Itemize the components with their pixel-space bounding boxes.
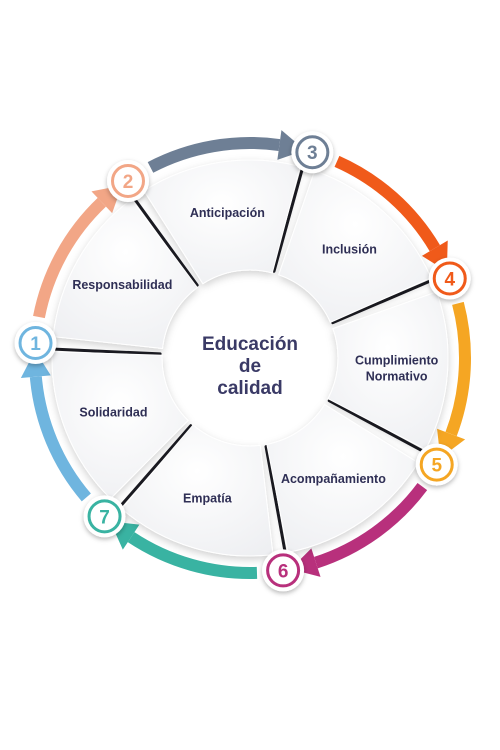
step-number-badge: 5 bbox=[415, 443, 458, 486]
step-badges: 1 2 3 4 5 6 7 bbox=[14, 131, 471, 592]
ring-arc-segment bbox=[147, 137, 281, 173]
ring-arrowhead bbox=[20, 350, 51, 379]
panel-card bbox=[278, 170, 432, 323]
step-label-line: Normativo bbox=[366, 369, 428, 383]
step-label: Solidaridad bbox=[79, 405, 147, 419]
panel-card bbox=[52, 198, 199, 350]
center-title-line: Educación bbox=[202, 334, 298, 355]
panel-edge bbox=[119, 424, 193, 508]
step-panel: Responsabilidad bbox=[52, 197, 199, 350]
panel-edge bbox=[264, 445, 287, 553]
step-label-line: Cumplimiento bbox=[355, 353, 439, 367]
center-title-line: de bbox=[239, 356, 261, 377]
ring-arc-segment bbox=[334, 155, 440, 252]
step-label-line: Anticipación bbox=[190, 206, 265, 220]
step-label-line: Empatía bbox=[183, 492, 233, 506]
badge-ring bbox=[87, 499, 122, 534]
panel-edge bbox=[331, 279, 432, 325]
step-panel: Anticipación bbox=[143, 159, 304, 285]
step-label: Empatía bbox=[183, 492, 233, 506]
badge-ring bbox=[419, 447, 454, 482]
step-panel: Acompañamiento bbox=[264, 403, 419, 553]
step-panels: Responsabilidad AnticipaciónInclusiónCump… bbox=[51, 159, 449, 557]
badge-number: 4 bbox=[444, 269, 455, 290]
ring-arc-segment bbox=[127, 532, 258, 579]
badge-ring bbox=[18, 326, 53, 361]
step-label: Responsabilidad bbox=[72, 278, 172, 292]
step-label-line: Inclusión bbox=[322, 243, 377, 257]
step-panel: Inclusión bbox=[278, 170, 432, 325]
step-number-badge: 3 bbox=[291, 131, 334, 174]
step-label-line: Solidaridad bbox=[79, 405, 147, 419]
badge-number: 5 bbox=[431, 456, 442, 477]
badge-number: 7 bbox=[99, 507, 110, 528]
panel-edge bbox=[327, 399, 425, 453]
ring-arc-segment bbox=[29, 376, 91, 502]
step-panel: Empatía bbox=[119, 424, 274, 557]
badge-ring bbox=[266, 553, 301, 588]
panel-card bbox=[266, 403, 419, 553]
badge-number: 6 bbox=[278, 561, 289, 582]
badge-ring bbox=[432, 261, 467, 296]
ring-arc-segment bbox=[33, 197, 106, 319]
badge-number: 2 bbox=[123, 172, 134, 193]
panel-edge bbox=[133, 197, 199, 287]
step-label: Inclusión bbox=[322, 243, 377, 257]
panel-card bbox=[51, 351, 189, 500]
ring-arc-segment bbox=[445, 301, 471, 437]
badge-number: 3 bbox=[307, 143, 318, 164]
step-number-badge: 7 bbox=[83, 495, 126, 538]
center-title-line: calidad bbox=[217, 378, 282, 399]
step-number-badge: 6 bbox=[262, 549, 305, 592]
badge-ring bbox=[295, 135, 330, 170]
step-label: Acompañamiento bbox=[281, 472, 386, 486]
step-number-badge: 4 bbox=[428, 257, 471, 300]
badge-number: 1 bbox=[30, 334, 41, 355]
panel-card bbox=[327, 291, 449, 451]
step-panel: Solidaridad bbox=[51, 347, 189, 500]
badge-ring bbox=[111, 163, 146, 198]
step-label-line: Responsabilidad bbox=[72, 278, 172, 292]
step-number-badge: 2 bbox=[107, 159, 150, 202]
step-label-line: Acompañamiento bbox=[281, 472, 386, 486]
panel-edge bbox=[272, 167, 304, 273]
step-number-badge: 1 bbox=[14, 322, 57, 365]
ring-arc-segment bbox=[314, 482, 428, 569]
panel-card bbox=[143, 159, 301, 285]
step-label: Anticipación bbox=[190, 206, 265, 220]
panel-edge bbox=[52, 347, 162, 356]
panel-card bbox=[121, 424, 274, 557]
